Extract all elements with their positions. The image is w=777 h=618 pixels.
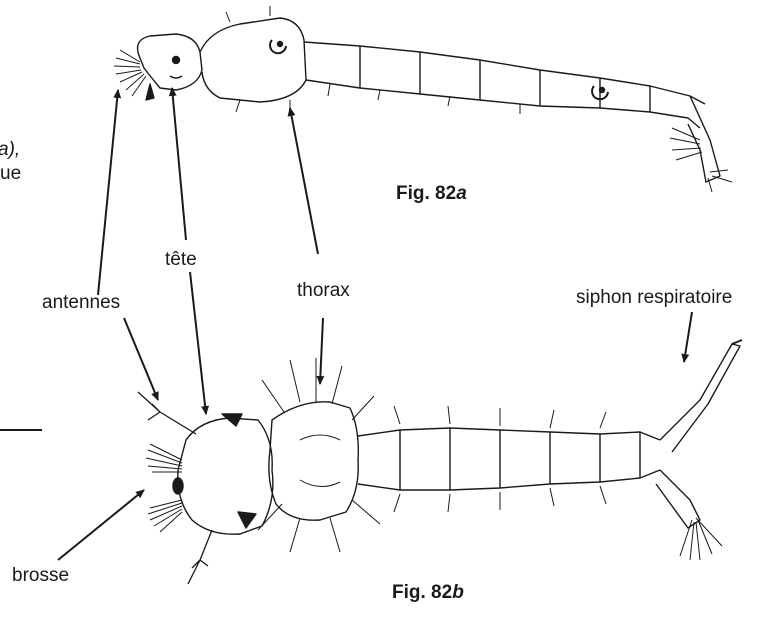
arrow-tete-to-fig-b [190, 272, 206, 414]
larva-a-abdomen [304, 42, 705, 128]
larva-dorsal-view [138, 340, 742, 584]
larva-a-tail-setae [670, 128, 732, 192]
larva-side-view [114, 6, 732, 192]
arrow-tete-to-fig-a [172, 88, 186, 240]
larva-a-brush [114, 50, 146, 96]
arrow-thorax-to-fig-b [320, 318, 323, 384]
larva-b-siphon [660, 344, 740, 452]
larva-b-antenna-bottom [188, 530, 212, 584]
larva-b-tail-setae [680, 518, 722, 560]
arrow-thorax-to-fig-a [290, 108, 318, 254]
arrow-siphon-to-fig-b [684, 312, 692, 362]
larva-b-thorax [269, 402, 358, 520]
larva-a-thorax [200, 18, 306, 102]
arrow-antennes-to-fig-a [98, 90, 118, 295]
larva-b-antenna-top [138, 392, 196, 434]
larva-b-tail [656, 470, 700, 528]
larva-a-head [138, 34, 202, 90]
arrow-brosse-to-fig-b [58, 490, 144, 560]
larva-a-eye [173, 57, 180, 64]
leader-arrows [58, 88, 692, 560]
larva-b-head [178, 418, 273, 534]
larva-b-abdomen [358, 428, 660, 490]
arrow-antennes-to-fig-b [124, 318, 158, 400]
